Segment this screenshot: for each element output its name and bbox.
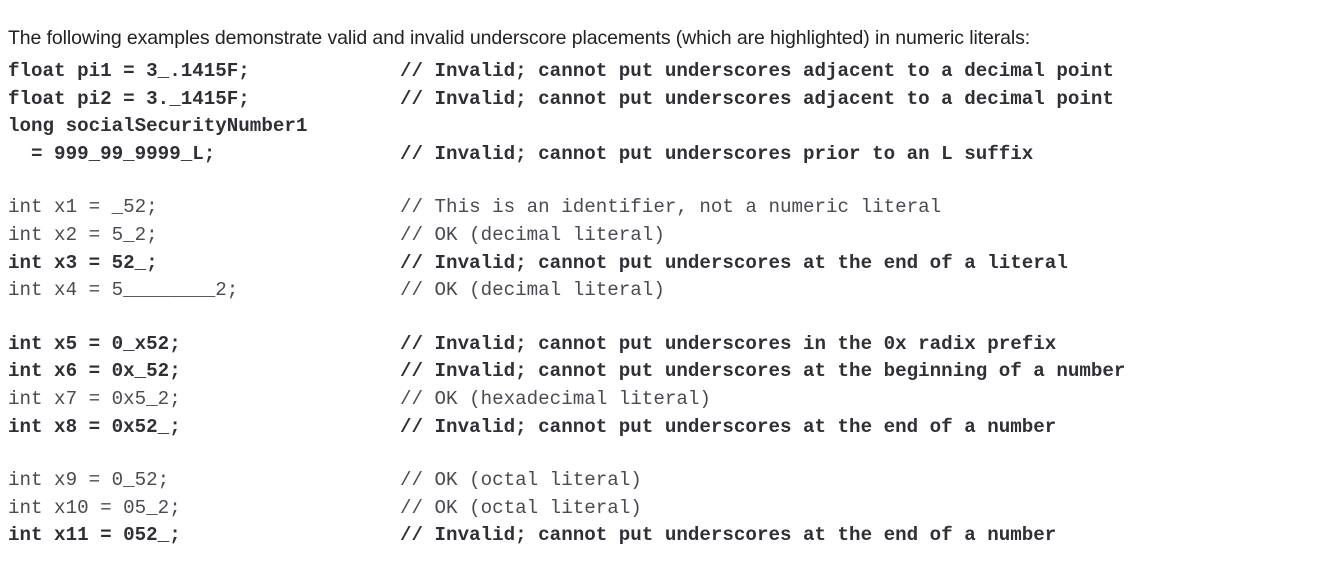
code-comment: // Invalid; cannot put underscores at th… (400, 251, 1068, 274)
code-statement: int x8 = 0x52_; (8, 415, 181, 438)
block-spacer (8, 441, 1338, 467)
code-comment: // OK (octal literal) (400, 496, 642, 519)
code-statement: long socialSecurityNumber1 (8, 115, 308, 138)
code-comment: // OK (hexadecimal literal) (400, 387, 711, 410)
code-statement: int x3 = 52_; (8, 251, 158, 274)
code-line: int x2 = 5_2; // OK (decimal literal) (8, 222, 1338, 250)
code-line: float pi1 = 3_.1415F; // Invalid; cannot … (8, 58, 1338, 86)
code-comment: // Invalid; cannot put underscores at th… (400, 360, 1126, 383)
code-comment: // Invalid; cannot put underscores prior… (400, 142, 1034, 165)
code-statement: int x4 = 5________2; (8, 279, 239, 302)
code-statement: = 999_99_9999_L; (8, 142, 216, 165)
code-comment: // Invalid; cannot put underscores at th… (400, 524, 1057, 547)
code-line: int x8 = 0x52_; // Invalid; cannot put un… (8, 414, 1338, 442)
block-spacer (8, 168, 1338, 194)
code-statement: int x10 = 05_2; (8, 496, 181, 519)
code-line: int x1 = _52; // This is an identifier, n… (8, 194, 1338, 222)
code-statement: int x9 = 0_52; (8, 469, 170, 492)
code-line: int x3 = 52_; // Invalid; cannot put unde… (8, 250, 1338, 278)
code-line: int x6 = 0x_52; // Invalid; cannot put un… (8, 358, 1338, 386)
code-statement: int x6 = 0x_52; (8, 360, 181, 383)
code-statement: float pi2 = 3._1415F; (8, 87, 250, 110)
code-comment: // Invalid; cannot put underscores adjac… (400, 60, 1114, 82)
code-statement: int x5 = 0_x52; (8, 332, 181, 355)
code-line: int x7 = 0x5_2; // OK (hexadecimal litera… (8, 386, 1338, 414)
code-statement: int x2 = 5_2; (8, 223, 158, 246)
code-statement: float pi1 = 3_.1415F; (8, 60, 250, 82)
octal-block: int x9 = 0_52;// OK (octal literal)int x… (8, 467, 1338, 550)
code-line: long socialSecurityNumber1 (8, 113, 1338, 141)
code-line: int x11 = 052_; // Invalid; cannot put un… (8, 522, 1338, 550)
code-line: int x5 = 0_x52; // Invalid; cannot put un… (8, 331, 1338, 359)
float-and-long-block: float pi1 = 3_.1415F; // Invalid; cannot … (8, 58, 1338, 168)
code-comment: // OK (decimal literal) (400, 279, 665, 302)
code-statement: int x11 = 052_; (8, 524, 181, 547)
code-comment: // Invalid; cannot put underscores in th… (400, 332, 1057, 355)
code-line: int x4 = 5________2; // OK (decimal liter… (8, 277, 1338, 305)
code-examples-area: float pi1 = 3_.1415F; // Invalid; cannot … (8, 58, 1338, 550)
code-statement: int x7 = 0x5_2; (8, 387, 181, 410)
code-line: int x10 = 05_2; // OK (octal literal) (8, 495, 1338, 523)
code-statement: int x1 = _52; (8, 196, 158, 219)
code-comment: // This is an identifier, not a numeric … (400, 196, 942, 219)
code-comment: // Invalid; cannot put underscores adjac… (400, 87, 1114, 110)
code-line: = 999_99_9999_L; // Invalid; cannot put u… (8, 141, 1338, 169)
code-line: float pi2 = 3._1415F; // Invalid; cannot … (8, 86, 1338, 114)
code-comment: // OK (decimal literal) (400, 223, 665, 246)
code-comment: // Invalid; cannot put underscores at th… (400, 415, 1057, 438)
intro-paragraph: The following examples demonstrate valid… (8, 26, 1031, 49)
hexadecimal-block: int x5 = 0_x52; // Invalid; cannot put un… (8, 331, 1338, 441)
block-spacer (8, 305, 1338, 331)
code-line: int x9 = 0_52; // OK (octal literal) (8, 467, 1338, 495)
decimal-block: int x1 = _52; // This is an identifier, n… (8, 194, 1338, 304)
code-comment: // OK (octal literal) (400, 469, 642, 492)
